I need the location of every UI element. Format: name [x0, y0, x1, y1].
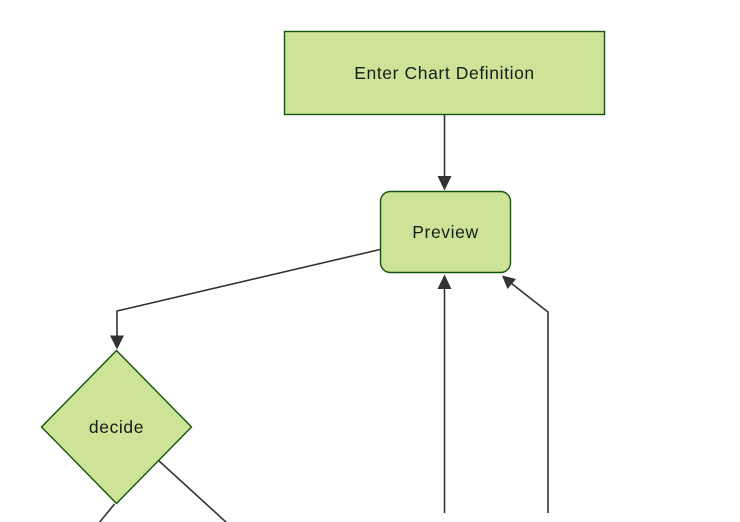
arrowhead-down-icon	[437, 176, 452, 191]
edge-bottom-to-preview-diagonal	[502, 275, 549, 513]
edge-line-segment	[116, 248, 381, 338]
node-label: Preview	[412, 222, 478, 242]
edge-bottom-to-preview-vertical	[437, 274, 452, 513]
edge-definition-to-preview	[437, 114, 452, 191]
node-preview: Preview	[379, 190, 512, 274]
node-label: decide	[89, 417, 144, 437]
edge-line-segment	[511, 282, 549, 513]
node-decide: decide	[40, 349, 193, 505]
edge-decide-to-offscreen-left	[98, 503, 116, 522]
arrowhead-up-left-icon	[502, 275, 516, 289]
edge-decide-to-offscreen-right	[157, 459, 228, 522]
edge-preview-to-decide	[110, 248, 381, 350]
node-enter-chart-definition: Enter Chart Definition	[283, 30, 606, 116]
node-label: Enter Chart Definition	[354, 63, 535, 83]
arrowhead-down-icon	[110, 335, 124, 350]
node-rectangle	[283, 30, 606, 116]
node-diamond	[40, 349, 193, 505]
arrowhead-up-icon	[437, 274, 452, 289]
node-rounded-rectangle	[379, 190, 512, 274]
